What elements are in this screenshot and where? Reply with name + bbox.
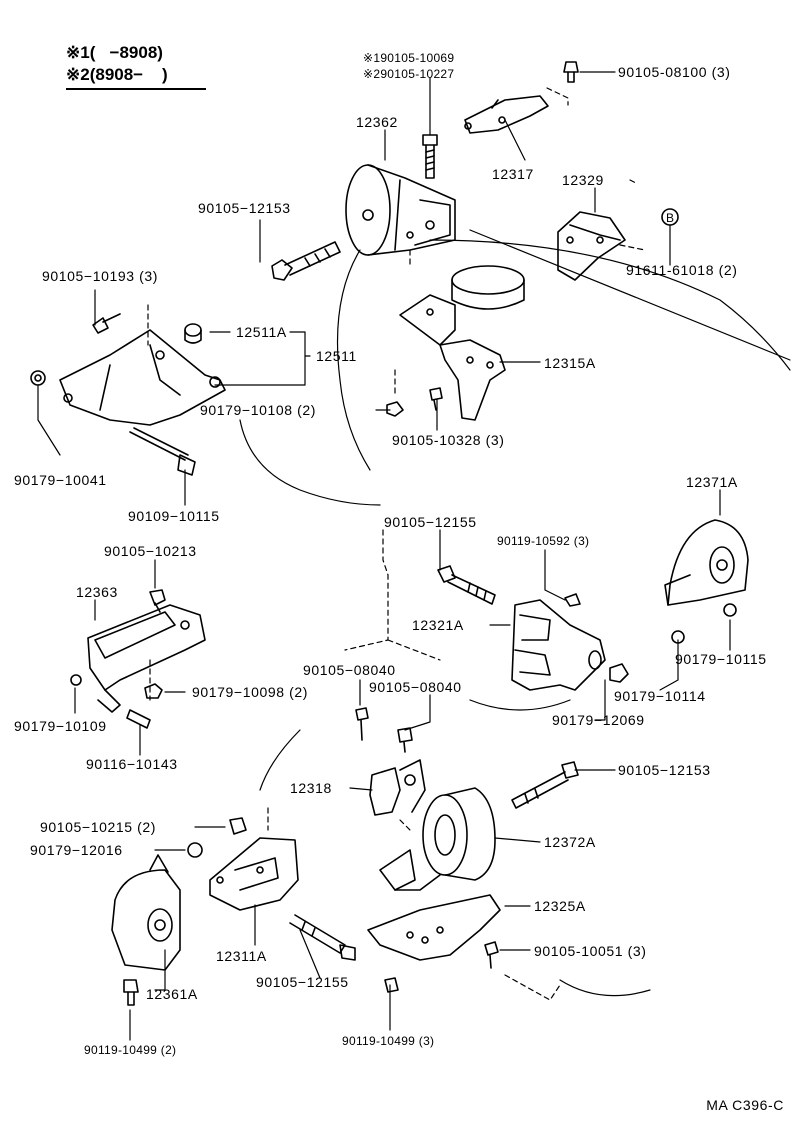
label-90105-10215: 90105−10215 (2) <box>40 819 157 835</box>
bolt-90105-12155-mid <box>437 565 496 605</box>
part-12372A-mount <box>379 787 496 891</box>
label-90119-10499-right: 90119-10499 (3) <box>342 1034 435 1048</box>
part-12318 <box>369 759 426 816</box>
diagram-code: MA C396-C <box>706 1097 784 1113</box>
label-12361A: 12361A <box>146 986 198 1002</box>
label-90105-08040-a: 90105−08040 <box>303 662 396 678</box>
bolt-90105-12153-top <box>271 241 341 281</box>
label-90105-08040-b: 90105−08040 <box>369 679 462 695</box>
label-90119-10592: 90119-10592 (3) <box>497 534 590 548</box>
nut-90179-10109 <box>70 674 82 686</box>
washer-90179-12016 <box>187 842 203 858</box>
label-90179-10115: 90179−10115 <box>675 651 767 667</box>
leader-lines <box>37 71 731 1041</box>
bolt-90119-10499-left <box>123 979 139 1006</box>
label-B: B <box>666 211 675 225</box>
part-12361A-mount <box>111 854 181 971</box>
label-190105-10069: ※190105-10069 <box>363 51 455 65</box>
label-90105-12155-mid: 90105−12155 <box>384 514 477 530</box>
bolt-90105-10051 <box>484 941 499 969</box>
nut-90179-12069 <box>609 663 629 683</box>
part-12362-mount <box>345 164 456 256</box>
part-12511-bracket <box>59 329 226 426</box>
legend-row-1: ※1( −8908) <box>66 43 163 62</box>
nut-90179-10108 <box>386 401 404 417</box>
label-90179-10109: 90179−10109 <box>14 718 107 734</box>
label-12511A: 12511A <box>236 324 287 340</box>
label-12318: 12318 <box>290 780 332 796</box>
part-12329-bracket <box>557 211 626 281</box>
label-90105-10213: 90105−10213 <box>104 543 197 559</box>
stud-90116-10143 <box>126 709 151 729</box>
bolt-90105-12153-bottom <box>511 761 579 809</box>
bolt-90105-10069 <box>422 134 438 179</box>
label-90105-12153-bottom: 90105−12153 <box>618 762 711 778</box>
engine-outline <box>239 229 791 997</box>
part-12317-bracket <box>464 95 549 134</box>
bolt-90109-10115 <box>129 427 196 476</box>
label-90105-08100: 90105-08100 (3) <box>618 64 731 80</box>
label-90105-12153-top: 90105−12153 <box>198 200 291 216</box>
label-90179-12069: 90179−12069 <box>552 712 645 728</box>
dashed-leaders <box>147 87 646 1001</box>
nut-90179-10115 <box>723 603 737 617</box>
label-90179-10041: 90179−10041 <box>14 472 107 488</box>
label-290105-10227: ※290105-10227 <box>363 67 455 81</box>
label-90105-10193: 90105−10193 (3) <box>42 268 159 284</box>
label-12311A: 12311A <box>216 948 267 964</box>
label-91611-61018: 91611-61018 (2) <box>626 262 738 278</box>
bolt-90119-10592 <box>564 593 581 607</box>
circle-B-marker <box>661 208 679 226</box>
label-12325A: 12325A <box>534 898 586 914</box>
label-90116-10143: 90116−10143 <box>86 756 178 772</box>
bolt-90105-10328 <box>429 387 443 411</box>
legend-row-2: ※2(8908− ) <box>66 65 168 84</box>
bolt-90105-08040-a <box>355 707 369 741</box>
nut-90179-10041 <box>30 370 46 386</box>
label-12315A: 12315A <box>544 355 596 371</box>
label-90179-10114: 90179−10114 <box>614 688 706 704</box>
label-12511: 12511 <box>316 348 357 364</box>
label-12321A: 12321A <box>412 617 464 633</box>
label-12371A: 12371A <box>686 474 738 490</box>
label-12372A: 12372A <box>544 834 596 850</box>
label-90109-10115: 90109−10115 <box>128 508 220 524</box>
label-12363: 12363 <box>76 584 118 600</box>
label-90179-12016: 90179−12016 <box>30 842 123 858</box>
part-12321A-bracket <box>511 599 606 691</box>
engine-cylinder <box>451 265 525 310</box>
bolt-90105-10193 <box>92 313 121 334</box>
bolt-90105-10213 <box>149 589 166 613</box>
label-90105-12155-bottom: 90105−12155 <box>256 974 349 990</box>
label-12329: 12329 <box>562 172 604 188</box>
bolt-90105-08040-b <box>397 727 413 753</box>
label-90105-10051: 90105-10051 (3) <box>534 943 647 959</box>
nut-90179-10114 <box>671 630 685 644</box>
label-90119-10499-left: 90119-10499 (2) <box>84 1043 177 1057</box>
part-12311A-bracket <box>209 837 299 911</box>
legend: ※1( −8908) ※2(8908− ) <box>66 42 206 90</box>
part-12371A-mount <box>664 519 749 606</box>
part-12363-bracket <box>87 604 206 713</box>
bushing-12511A <box>184 323 202 344</box>
nut-90179-10098 <box>144 683 163 699</box>
legend-underline <box>66 88 206 90</box>
bolt-90119-10499-right <box>384 977 399 993</box>
label-90105-10328: 90105-10328 (3) <box>392 432 505 448</box>
part-12325A-bracket <box>367 894 501 961</box>
bolt-90105-08100 <box>563 61 579 83</box>
bolt-90105-12155-bottom <box>289 914 356 961</box>
label-12317: 12317 <box>492 166 534 182</box>
bolt-90105-10215 <box>229 817 247 835</box>
part-12315A-bracket <box>399 294 506 421</box>
label-90179-10098: 90179−10098 (2) <box>192 684 309 700</box>
label-12362: 12362 <box>356 114 398 130</box>
label-90179-10108: 90179−10108 (2) <box>200 402 317 418</box>
